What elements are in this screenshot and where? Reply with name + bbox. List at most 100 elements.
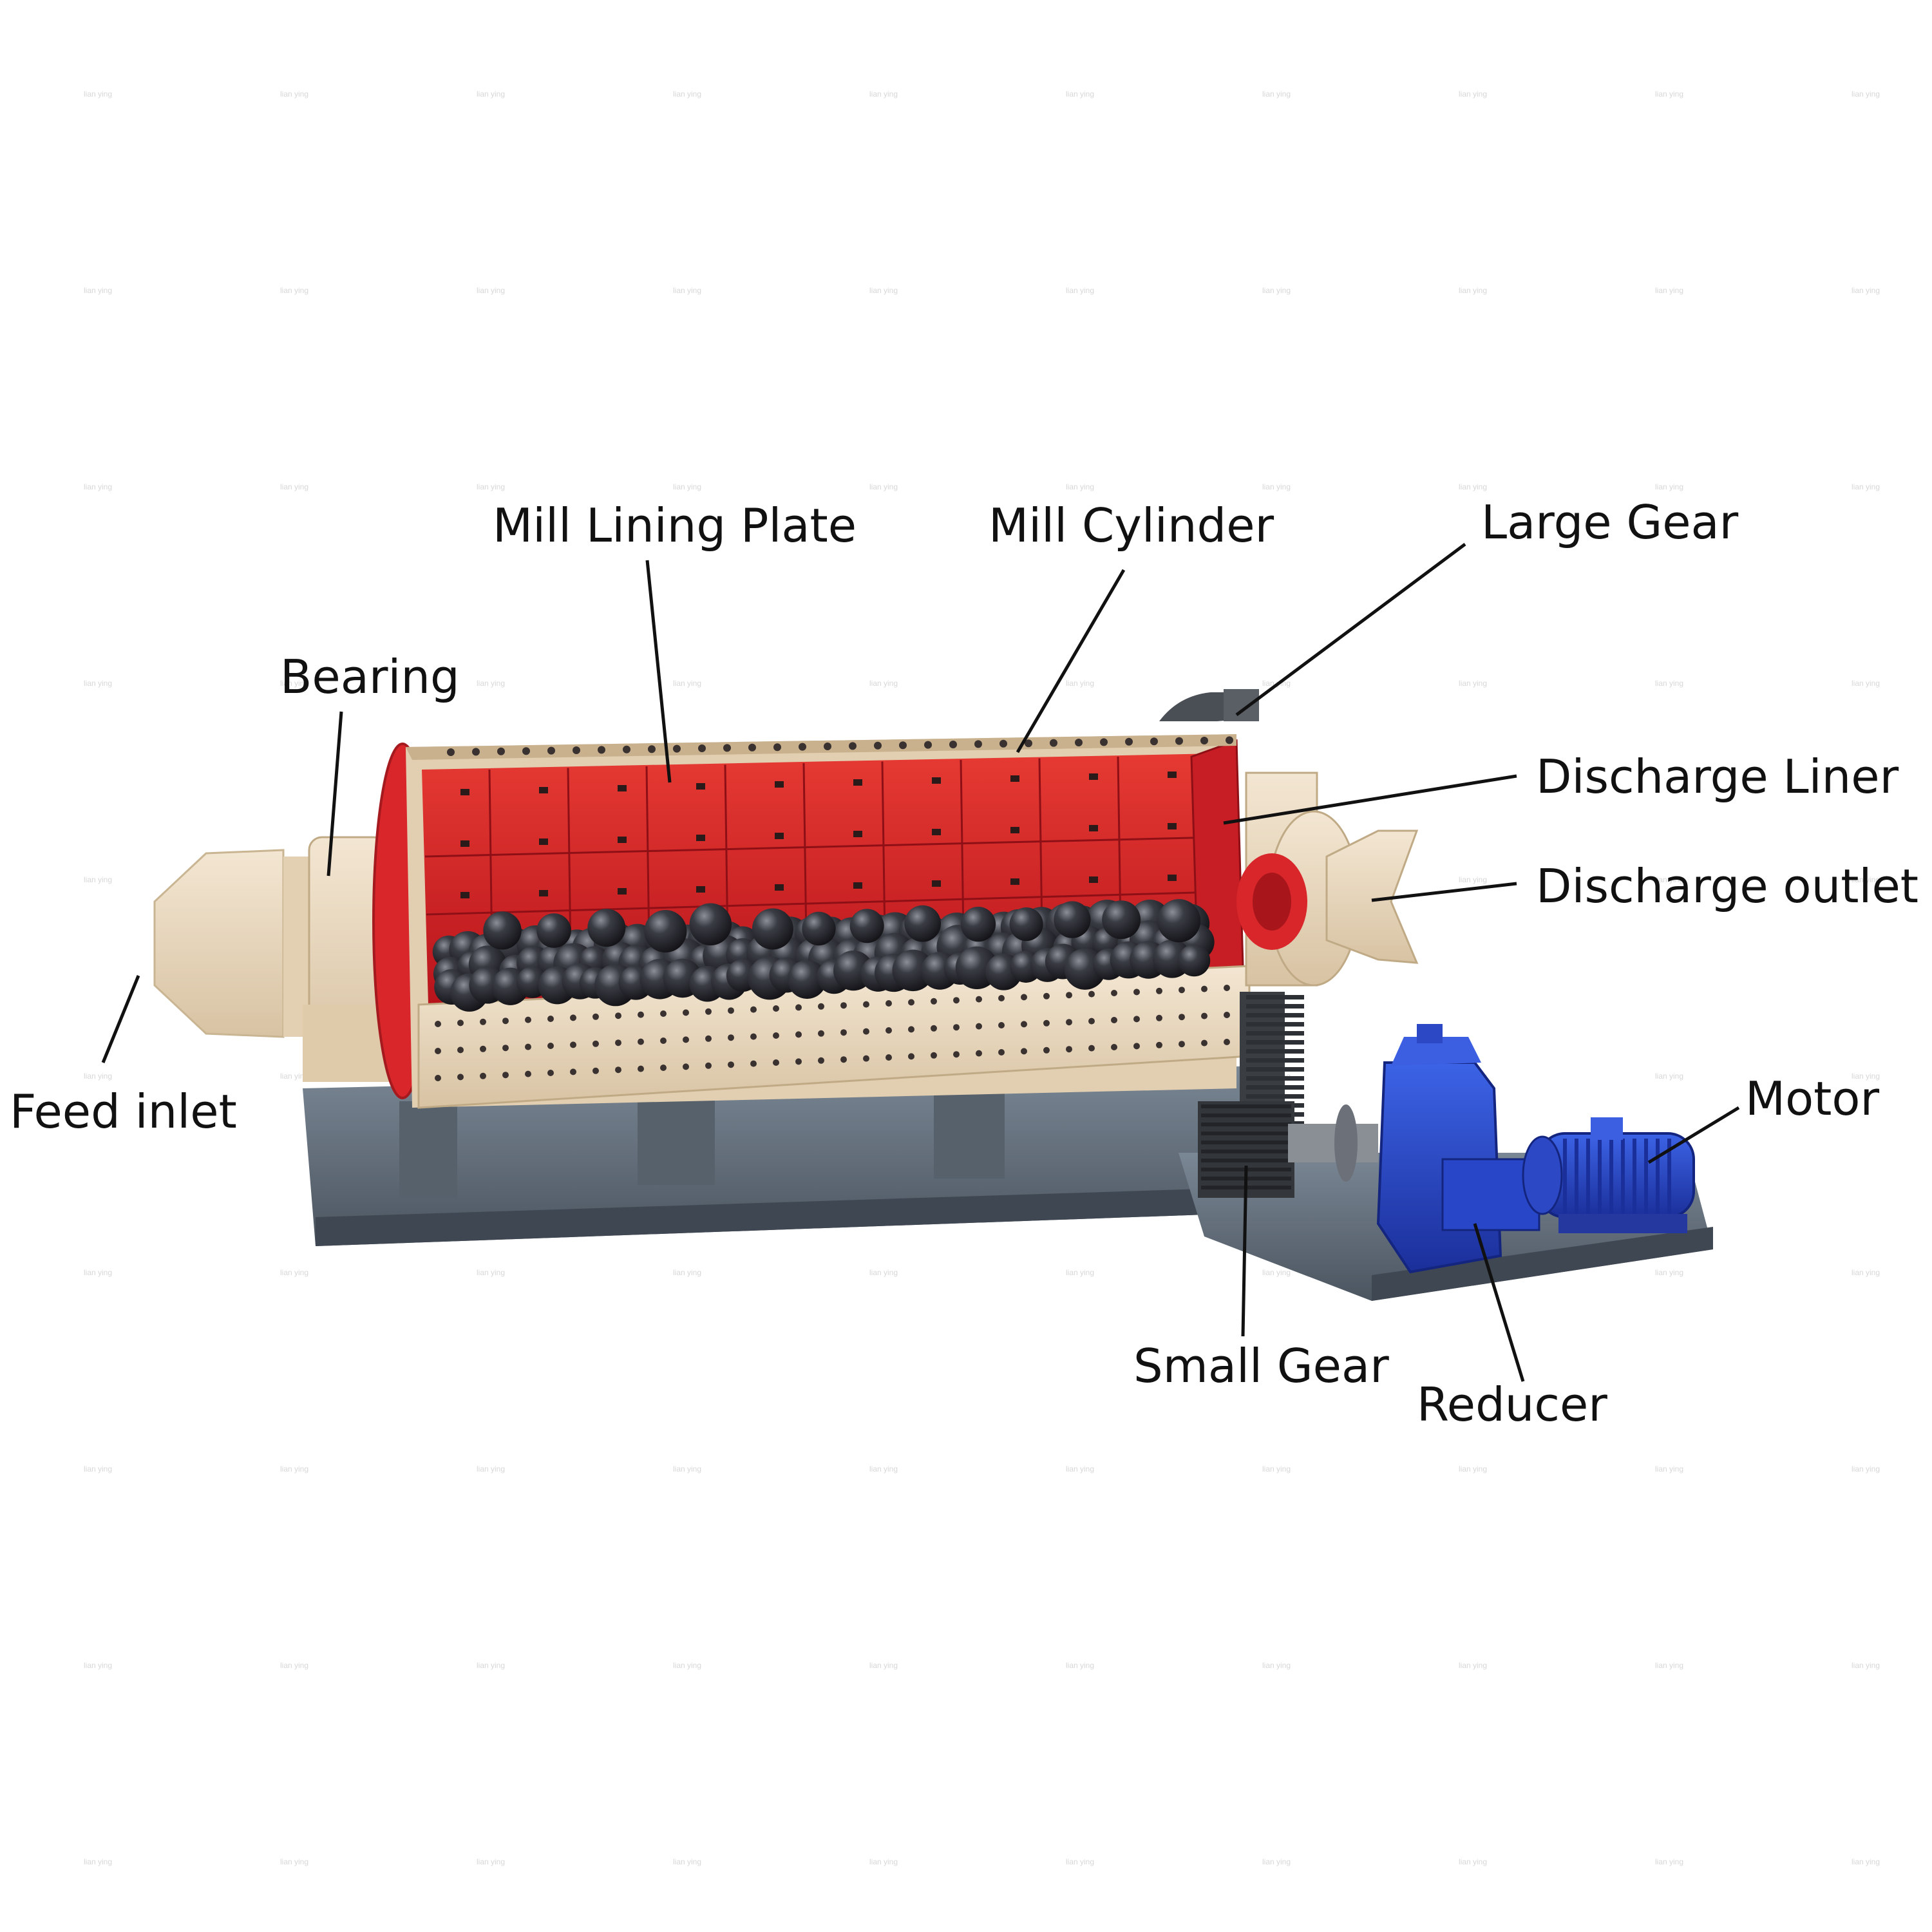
leader-bearing [327,711,343,876]
watermark-text: lian ying [673,679,701,688]
watermark-text: lian ying [477,1857,505,1866]
watermark-text: lian ying [84,286,112,295]
label-small-gear: Small Gear [1133,1339,1389,1393]
watermark-text: lian ying [673,1464,701,1473]
watermark-text: lian ying [1066,1857,1094,1866]
watermark-text: lian ying [280,1072,308,1081]
watermark-text: lian ying [1459,1857,1487,1866]
watermark-text: lian ying [280,90,308,99]
grinding-ball [483,911,522,950]
watermark-text: lian ying [280,482,308,491]
grinding-ball [788,960,827,999]
watermark-text: lian ying [1655,875,1683,884]
discharge-end [1236,772,1419,987]
grinding-ball [689,903,732,945]
discharge-outlet [1325,829,1419,964]
watermark-text: lian ying [673,1857,701,1866]
watermark-text: lian ying [1066,679,1094,688]
leader-discharge-liner [1223,774,1517,825]
reducer [1376,1024,1540,1274]
grinding-ball [802,911,836,946]
feed-inlet-cone [153,849,322,1038]
watermark-text: lian ying [1655,1661,1683,1670]
watermark-text: lian ying [1852,1072,1880,1081]
watermark-text: lian ying [1655,1072,1683,1081]
watermark-text: lian ying [84,875,112,884]
watermark-text: lian ying [477,679,505,688]
watermark-text: lian ying [1066,286,1094,295]
watermark-text: lian ying [477,1661,505,1670]
watermark-text: lian ying [280,679,308,688]
watermark-text: lian ying [869,1857,898,1866]
watermark-text: lian ying [1262,1661,1291,1670]
watermark-text: lian ying [1262,1464,1291,1473]
watermark-text: lian ying [869,679,898,688]
grinding-ball [849,909,884,943]
watermark-text: lian ying [1655,1268,1683,1277]
leader-mill-cylinder [1016,569,1126,753]
label-discharge-liner: Discharge Liner [1536,750,1899,804]
grinding-ball [644,910,687,953]
watermark-text: lian ying [1655,1464,1683,1473]
grinding-ball [1178,944,1211,977]
watermark-text: lian ying [1066,1464,1094,1473]
leader-reducer [1473,1223,1525,1382]
watermark-text: lian ying [84,1268,112,1277]
watermark-text: lian ying [673,286,701,295]
leader-feed-inlet [101,975,140,1063]
watermark-text: lian ying [84,1464,112,1473]
label-mill-lining-plate: Mill Lining Plate [493,498,857,553]
watermark-text: lian ying [869,90,898,99]
grinding-ball [892,949,934,992]
grinding-balls [432,899,1215,1012]
leader-discharge-outlet [1371,882,1517,902]
watermark-text: lian ying [84,482,112,491]
watermark-text: lian ying [869,286,898,295]
watermark-text: lian ying [1459,1464,1487,1473]
watermark-text: lian ying [1852,1268,1880,1277]
watermark-text: lian ying [1459,875,1487,884]
watermark-text: lian ying [1262,482,1291,491]
grinding-ball [1102,900,1141,940]
label-feed-inlet: Feed inlet [10,1084,237,1139]
leader-lines [101,542,1740,1382]
grinding-ball [960,907,996,942]
watermark-text: lian ying [84,1072,112,1081]
watermark-text: lian ying [1852,1661,1880,1670]
watermark-text: lian ying [1459,286,1487,295]
watermark-text: lian ying [280,1464,308,1473]
watermark-text: lian ying [673,1268,701,1277]
rim-bolts [447,736,1233,756]
watermark-text: lian ying [84,90,112,99]
watermark-text: lian ying [1655,90,1683,99]
label-discharge-outlet: Discharge outlet [1536,859,1918,913]
watermark-text: lian ying [84,1857,112,1866]
watermark-text: lian ying [673,1661,701,1670]
watermark-text: lian ying [477,90,505,99]
watermark-text: lian ying [477,286,505,295]
watermark-text: lian ying [1262,286,1291,295]
label-reducer: Reducer [1417,1378,1607,1432]
watermark-text: lian ying [1262,1857,1291,1866]
watermark-text: lian ying [1655,482,1683,491]
watermark-text: lian ying [673,90,701,99]
watermark-text: lian ying [1852,286,1880,295]
label-large-gear: Large Gear [1481,495,1739,549]
watermark-text: lian ying [280,1857,308,1866]
watermark-text: lian ying [1459,1661,1487,1670]
watermark-text: lian ying [477,482,505,491]
watermark-text: lian ying [869,1464,898,1473]
watermark-text: lian ying [1852,875,1880,884]
watermark-text: lian ying [280,1268,308,1277]
grinding-ball [1009,907,1043,942]
watermark-text: lian ying [1655,679,1683,688]
watermark-text: lian ying [1852,1464,1880,1473]
grinding-ball [536,913,571,948]
base-frame [303,1066,1333,1246]
label-mill-cylinder: Mill Cylinder [989,498,1274,553]
watermark-text: lian ying [1852,482,1880,491]
watermark-text: lian ying [673,482,701,491]
watermark-text: lian ying [1852,679,1880,688]
watermark-text: lian ying [1066,1661,1094,1670]
